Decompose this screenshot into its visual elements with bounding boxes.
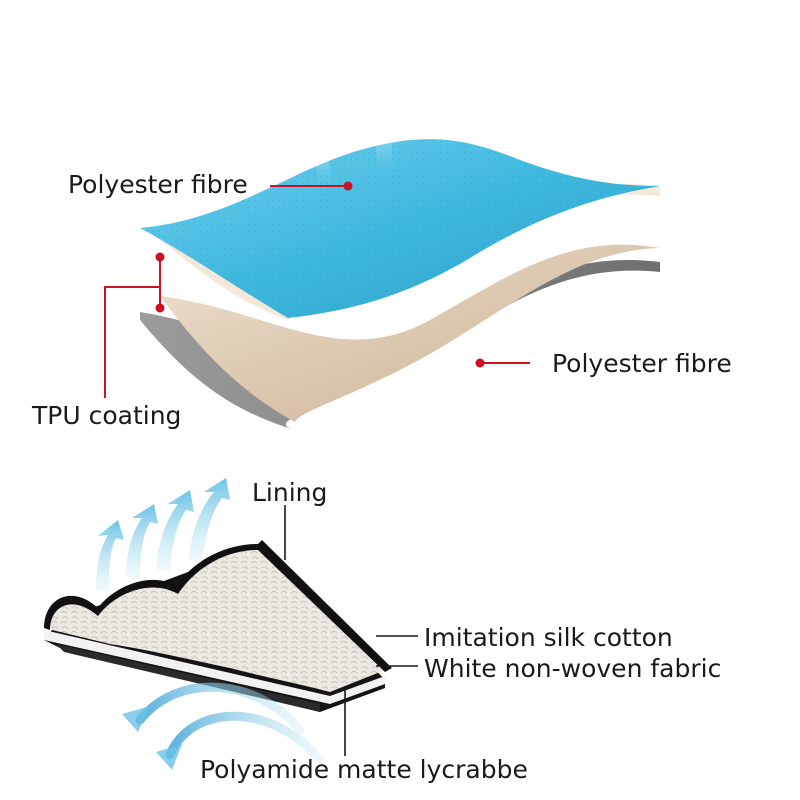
- label-top-polyester: Polyester fibre: [68, 170, 248, 199]
- leader-dot: [475, 358, 485, 368]
- leader-dot: [155, 303, 165, 313]
- label-tpu-coating: TPU coating: [31, 401, 181, 430]
- leader-dot: [343, 181, 353, 191]
- label-right-polyester: Polyester fibre: [552, 349, 732, 378]
- top-diagram: Polyester fibre Polyester fibre TPU coat…: [31, 10, 732, 430]
- silk-cotton-padding: [44, 548, 385, 692]
- ventilation-arrows: [96, 478, 230, 592]
- leader-dot: [155, 252, 165, 262]
- leader-lines-top: [104, 185, 530, 398]
- label-polyamide: Polyamide matte lycrabbe: [200, 755, 528, 784]
- leader-lines-bottom: [284, 505, 418, 756]
- label-silk-cotton: Imitation silk cotton: [424, 623, 673, 652]
- airflow-swirl-arrows: [135, 682, 325, 765]
- bottom-diagram: Lining Imitation silk cotton White non-w…: [44, 478, 721, 784]
- label-lining: Lining: [252, 478, 327, 507]
- breathability-arrows: [246, 10, 578, 182]
- label-non-woven: White non-woven fabric: [424, 654, 721, 683]
- middle-layer: [160, 244, 660, 422]
- lining-top-edge: [44, 540, 392, 672]
